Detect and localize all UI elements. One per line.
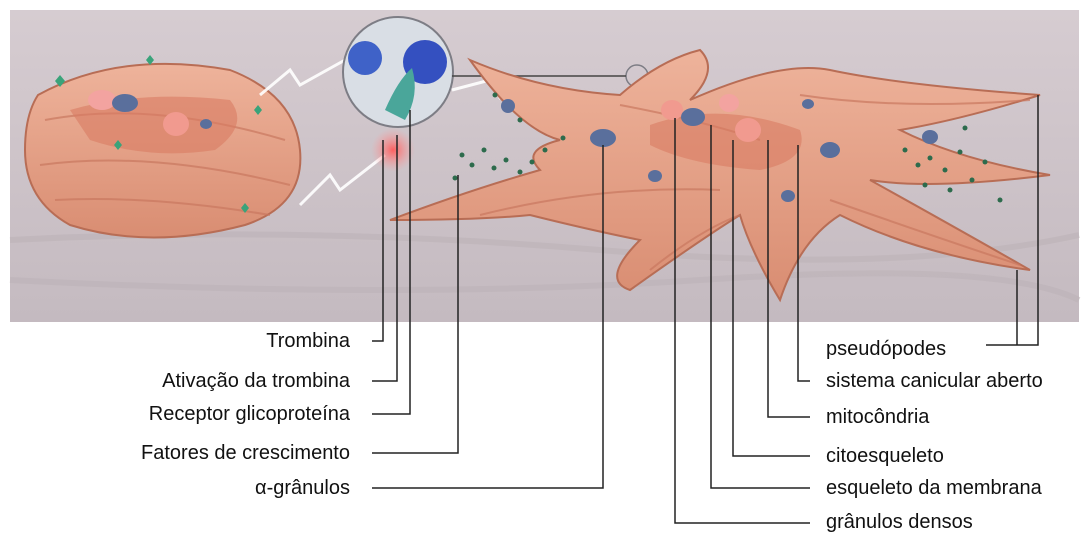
- dense-granule: [820, 142, 840, 158]
- dense-granule: [112, 94, 138, 112]
- label-trombina: Trombina: [30, 329, 350, 353]
- label-mitocondria: mitocôndria: [826, 405, 929, 429]
- mitochondrion: [719, 94, 739, 112]
- dense-granule: [200, 119, 212, 129]
- label-granulos-densos: grânulos densos: [826, 510, 973, 534]
- label-sistema-canicular: sistema canicular aberto: [826, 369, 1043, 393]
- mitochondrion: [88, 90, 116, 110]
- dense-granule: [681, 108, 705, 126]
- dense-granule: [648, 170, 662, 182]
- dense-granule: [802, 99, 814, 109]
- label-receptor-glicoproteina: Receptor glicoproteína: [30, 402, 350, 426]
- thrombin-molecule-icon: [348, 41, 382, 75]
- dense-granule: [922, 130, 938, 144]
- mitochondrion: [735, 118, 761, 142]
- label-ativacao-trombina: Ativação da trombina: [30, 369, 350, 393]
- label-fatores-crescimento: Fatores de crescimento: [30, 441, 350, 465]
- mitochondrion: [661, 100, 683, 120]
- activation-glow: [371, 128, 415, 172]
- label-esqueleto-membrana: esqueleto da membrana: [826, 476, 1042, 500]
- dense-granule: [781, 190, 795, 202]
- label-pseudopodes: pseudópodes: [826, 337, 946, 361]
- dense-granule: [590, 129, 616, 147]
- dense-granule: [501, 99, 515, 113]
- thrombin-inset: [343, 17, 453, 127]
- mitochondrion: [163, 112, 189, 136]
- label-citoesqueleto: citoesqueleto: [826, 444, 944, 468]
- label-alfa-granulos: α-grânulos: [30, 476, 350, 500]
